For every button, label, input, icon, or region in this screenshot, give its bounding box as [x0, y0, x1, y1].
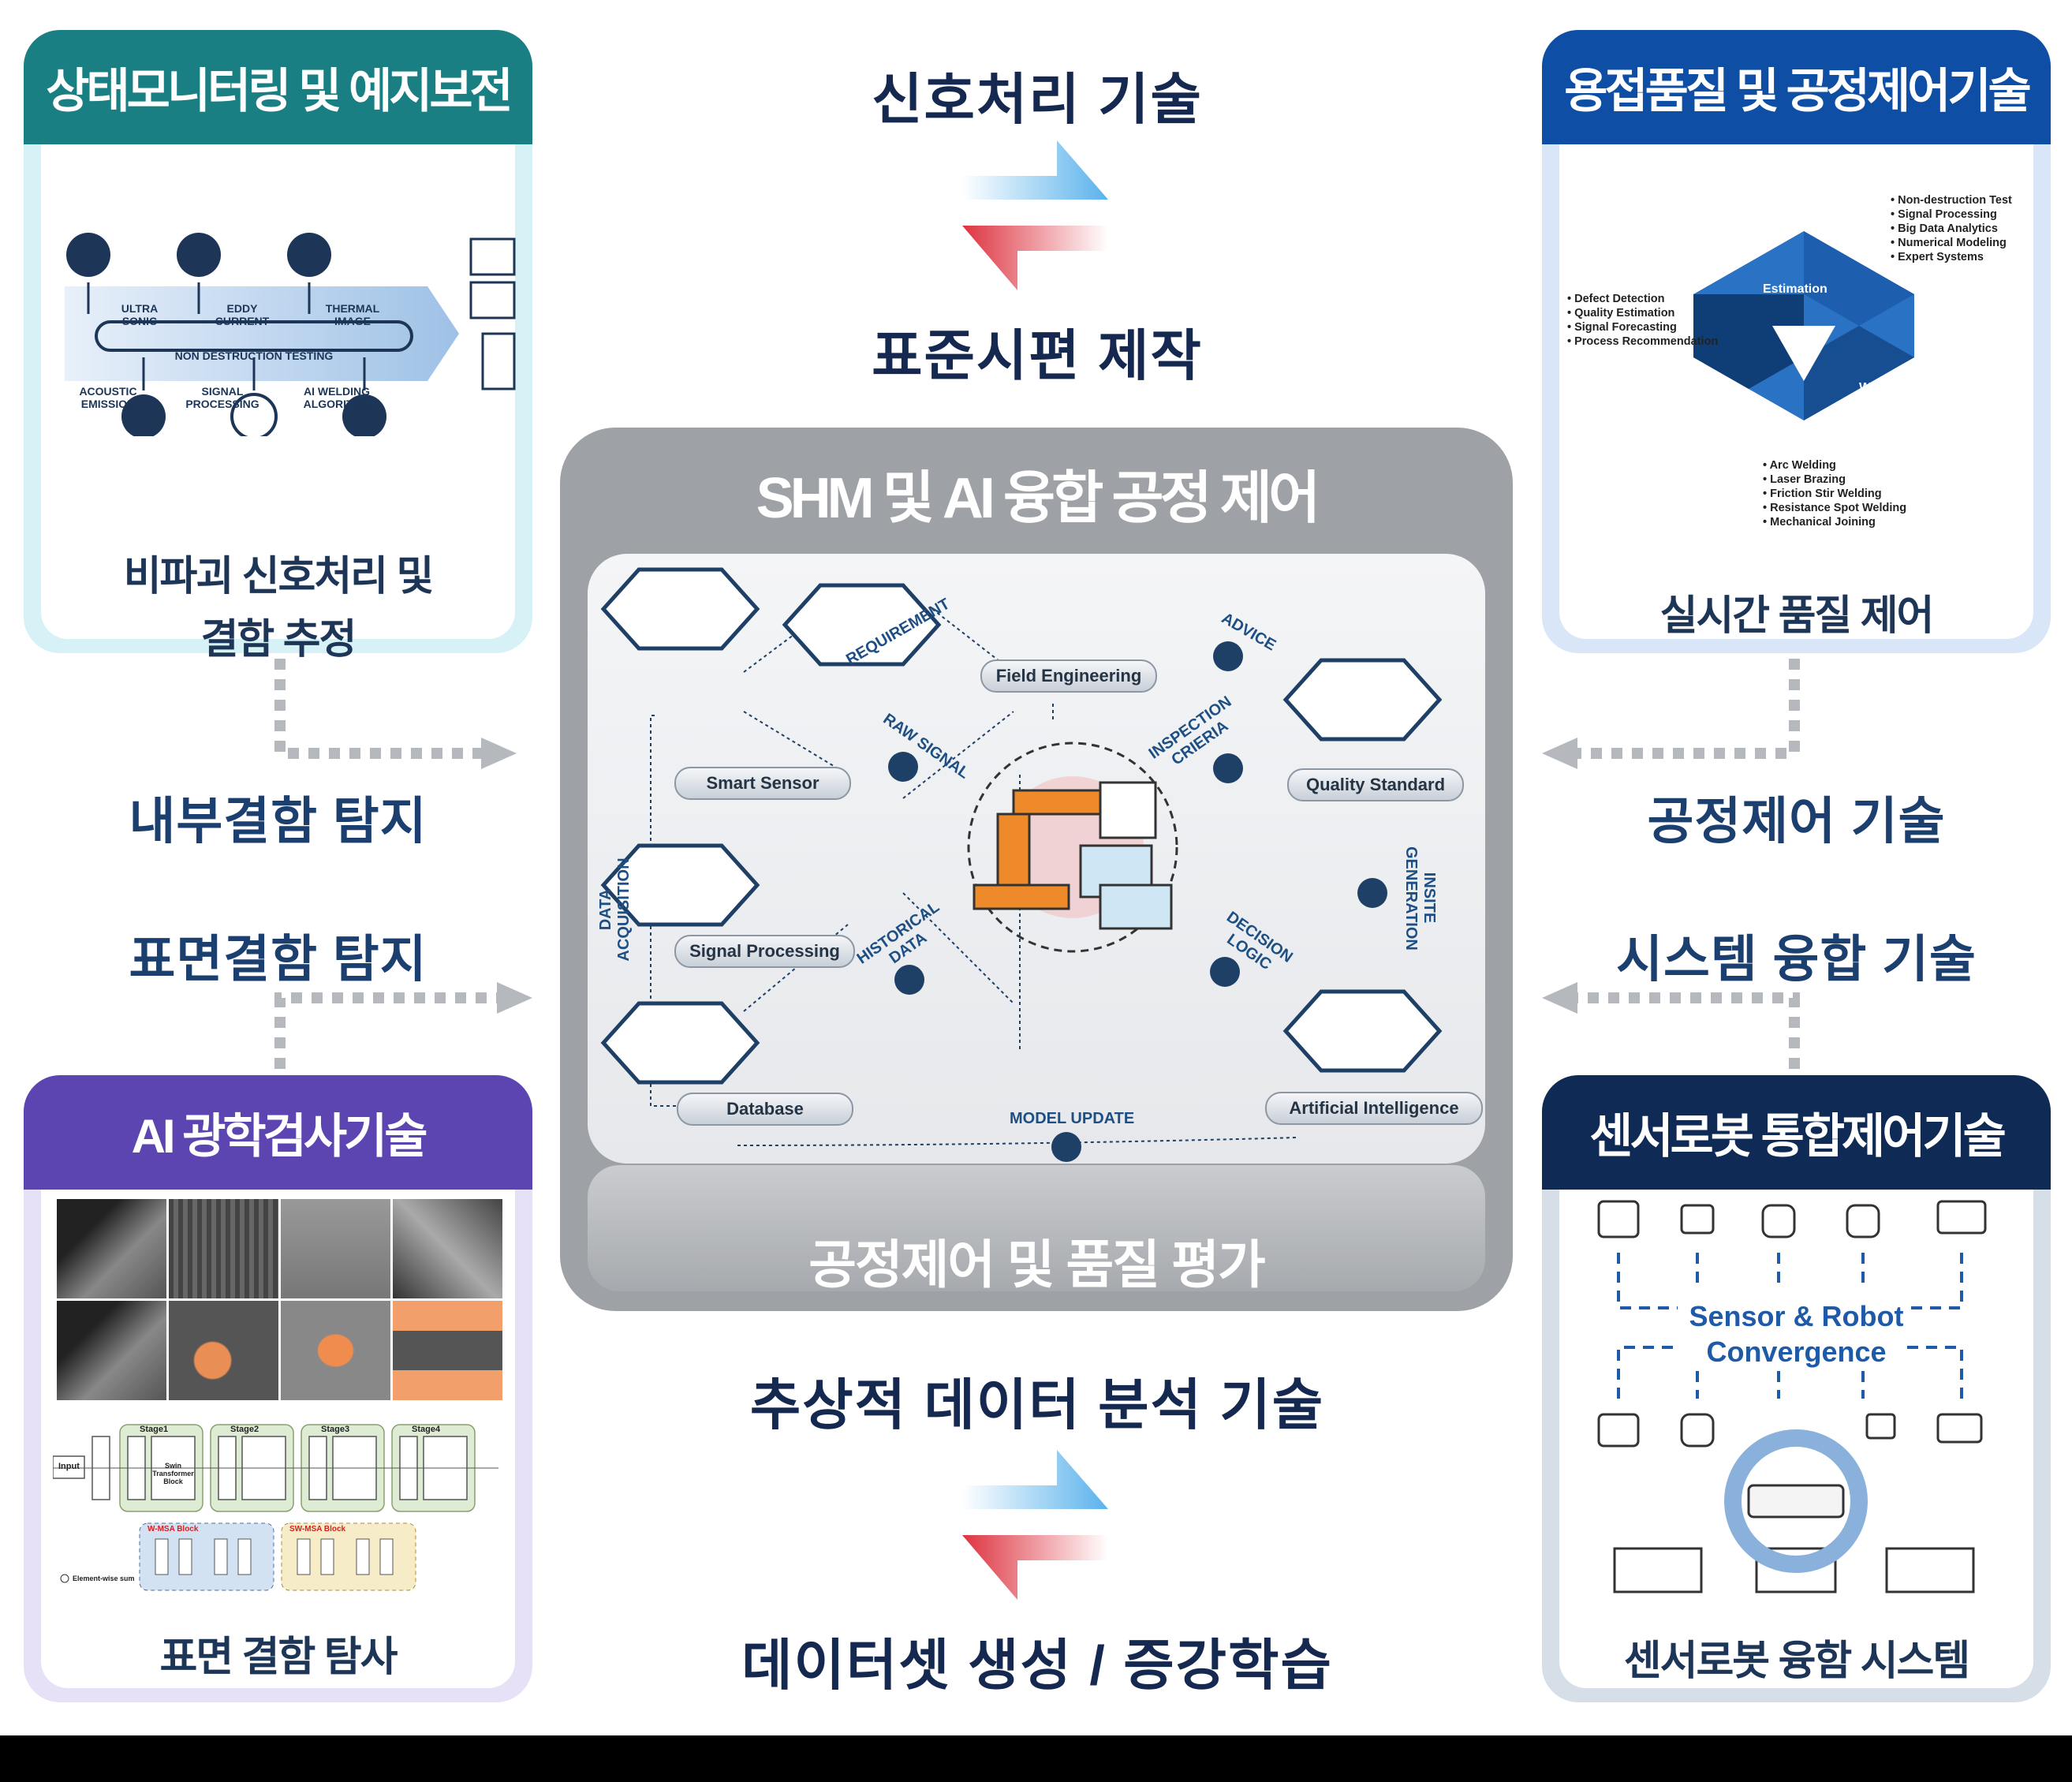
defect-image-grid	[57, 1199, 502, 1400]
panel-welding-quality: 용접품질 및 공정제어기술 Estimation Welding AI Non-…	[1542, 30, 2051, 653]
bullet: Resistance Spot Welding	[1763, 501, 1906, 515]
bullet: Non-destruction Test	[1891, 193, 2012, 207]
bullet: Laser Brazing	[1763, 473, 1906, 487]
net-wmsa: W-MSA Block	[147, 1525, 199, 1534]
node-database[interactable]: Database	[677, 1093, 853, 1126]
node-signal-processing[interactable]: Signal Processing	[674, 935, 855, 968]
panel-sensor-robot: 센서로봇 통합제어기술	[1542, 1075, 2051, 1702]
top-label-specimen: 표준시편 제작	[872, 325, 1203, 387]
bullet: Numerical Modeling	[1891, 236, 2012, 250]
panel-caption: 센서로봇 융함 시스템	[1623, 1638, 1970, 1684]
net-stage4: Stage4	[412, 1425, 441, 1434]
grid-image	[393, 1199, 502, 1298]
sensor-robot-diagram	[1597, 1200, 1987, 1593]
tri-estimation: Estimation	[1763, 282, 1827, 296]
ndt-acoustic: ACOUSTIC EMISSION	[79, 385, 137, 410]
bullet: Signal Forecasting	[1567, 320, 1718, 334]
net-input: Input	[58, 1462, 80, 1471]
panel-body: Input Stage1 Stage2 Stage3 Stage4 Swin T…	[41, 1190, 515, 1688]
reflection	[588, 1165, 1485, 1291]
right-label-process: 공정제어 기술	[1647, 793, 1946, 850]
left-label-surface: 표면결함 탐지	[129, 931, 427, 988]
panel-header: 용접품질 및 공정제어기술	[1542, 30, 2051, 144]
panel-caption: 표면 결함 탐사	[159, 1634, 398, 1680]
panel-body: Estimation Welding AI Non-destruction Te…	[1559, 144, 2033, 639]
panel-header: 상태모니터링 및 예지보전	[24, 30, 532, 144]
bullet: Friction Stir Welding	[1763, 487, 1906, 501]
bottom-label-analysis: 추상적 데이터 분석 기술	[749, 1374, 1325, 1436]
convergence-line2: Convergence	[1706, 1336, 1887, 1368]
ndt-ultrasonic: ULTRA SONIC	[121, 302, 159, 327]
bullet: Quality Estimation	[1567, 306, 1718, 320]
node-artificial-intelligence[interactable]: Artificial Intelligence	[1265, 1092, 1483, 1125]
reflection-title: 공정제어 및 품질 평가	[808, 1235, 1266, 1294]
panel-ai-optical: AI 광학검사기술	[24, 1075, 532, 1702]
bullet: Arc Welding	[1763, 458, 1906, 473]
panel-caption: 실시간 품질 제어	[1659, 593, 1935, 639]
tri-ai: AI	[1731, 413, 1744, 426]
panel-body: NON DESTRUCTION TESTING ULTRA SONIC EDDY…	[41, 144, 516, 663]
exchange-arrows-top	[962, 140, 1108, 290]
panel-caption-line2: 결함 추정	[200, 617, 357, 663]
panel-condition-monitoring: 상태모니터링 및 예지보전 NON DESTRUCTION TESTING UL…	[24, 30, 532, 663]
node-quality-standard[interactable]: Quality Standard	[1287, 768, 1464, 801]
panel-header: 센서로봇 통합제어기술	[1542, 1075, 2051, 1190]
grid-image	[281, 1301, 390, 1400]
bullet: Expert Systems	[1891, 250, 2012, 264]
grid-image	[57, 1199, 166, 1298]
grid-image	[281, 1199, 390, 1298]
net-stage1: Stage1	[140, 1425, 169, 1434]
swin-diagram	[53, 1424, 498, 1591]
right-label-system: 시스템 융합 기술	[1616, 931, 1977, 988]
workflow-lines	[600, 567, 1443, 1162]
net-stage3: Stage3	[321, 1425, 350, 1434]
ndt-thermal: THERMAL IMAGE	[325, 302, 380, 327]
net-stage2: Stage2	[230, 1425, 259, 1434]
ndt-center-label: NON DESTRUCTION TESTING	[174, 349, 334, 362]
bullet: Defect Detection	[1567, 292, 1718, 306]
node-field-engineering[interactable]: Field Engineering	[980, 659, 1157, 693]
center-title: SHM 및 AI 융합 공정 제어	[756, 467, 1321, 530]
node-smart-sensor[interactable]: Smart Sensor	[674, 767, 851, 800]
link-data-acquisition: DATA ACQUISITION	[597, 857, 633, 962]
bullet: Big Data Analytics	[1891, 222, 2012, 236]
bullet: Signal Processing	[1891, 207, 2012, 222]
grid-image	[57, 1301, 166, 1400]
bullet: Process Recommendation	[1567, 334, 1718, 349]
ndt-diagram	[65, 233, 516, 436]
link-insite: INSITE GENERATION	[1402, 846, 1438, 951]
ndt-signal: SIGNAL PROCESSING	[185, 385, 259, 410]
link-model-update: MODEL UPDATE	[1010, 1110, 1135, 1127]
bottom-label-dataset: 데이터셋 생성 / 증강학습	[741, 1634, 1333, 1696]
left-label-internal: 내부결함 탐지	[129, 793, 427, 850]
grid-image	[169, 1199, 278, 1298]
panel-caption-line1: 비파괴 신호처리 및	[123, 554, 435, 600]
grid-image	[393, 1301, 502, 1400]
exchange-arrows-bottom	[962, 1450, 1108, 1600]
top-label-signal: 신호처리 기술	[872, 69, 1203, 130]
panel-header: AI 광학검사기술	[24, 1075, 532, 1190]
ndt-eddy: EDDY CURRENT	[215, 302, 270, 327]
convergence-line1: Sensor & Robot	[1689, 1300, 1904, 1332]
grid-image	[169, 1301, 278, 1400]
ndt-ai: AI WELDING ALGORITHM	[303, 385, 371, 410]
bullet: Mechanical Joining	[1763, 515, 1906, 529]
panel-body: Sensor & Robot Convergence 센서로봇 융함 시스템	[1559, 1190, 2033, 1688]
net-swmsa: SW-MSA Block	[289, 1525, 346, 1534]
triangle-diagram	[1693, 231, 1914, 420]
tri-welding: Welding	[1859, 381, 1908, 394]
bullets-bottom: Arc Welding Laser Brazing Friction Stir …	[1763, 458, 1907, 529]
net-sum: Element-wise sum	[73, 1575, 135, 1582]
bottom-strip	[0, 1735, 2072, 1782]
bullets-left: Defect Detection Quality Estimation Sign…	[1567, 292, 1718, 349]
net-block: Swin Transformer Block	[152, 1462, 194, 1485]
bullets-top: Non-destruction Test Signal Processing B…	[1891, 193, 2012, 264]
